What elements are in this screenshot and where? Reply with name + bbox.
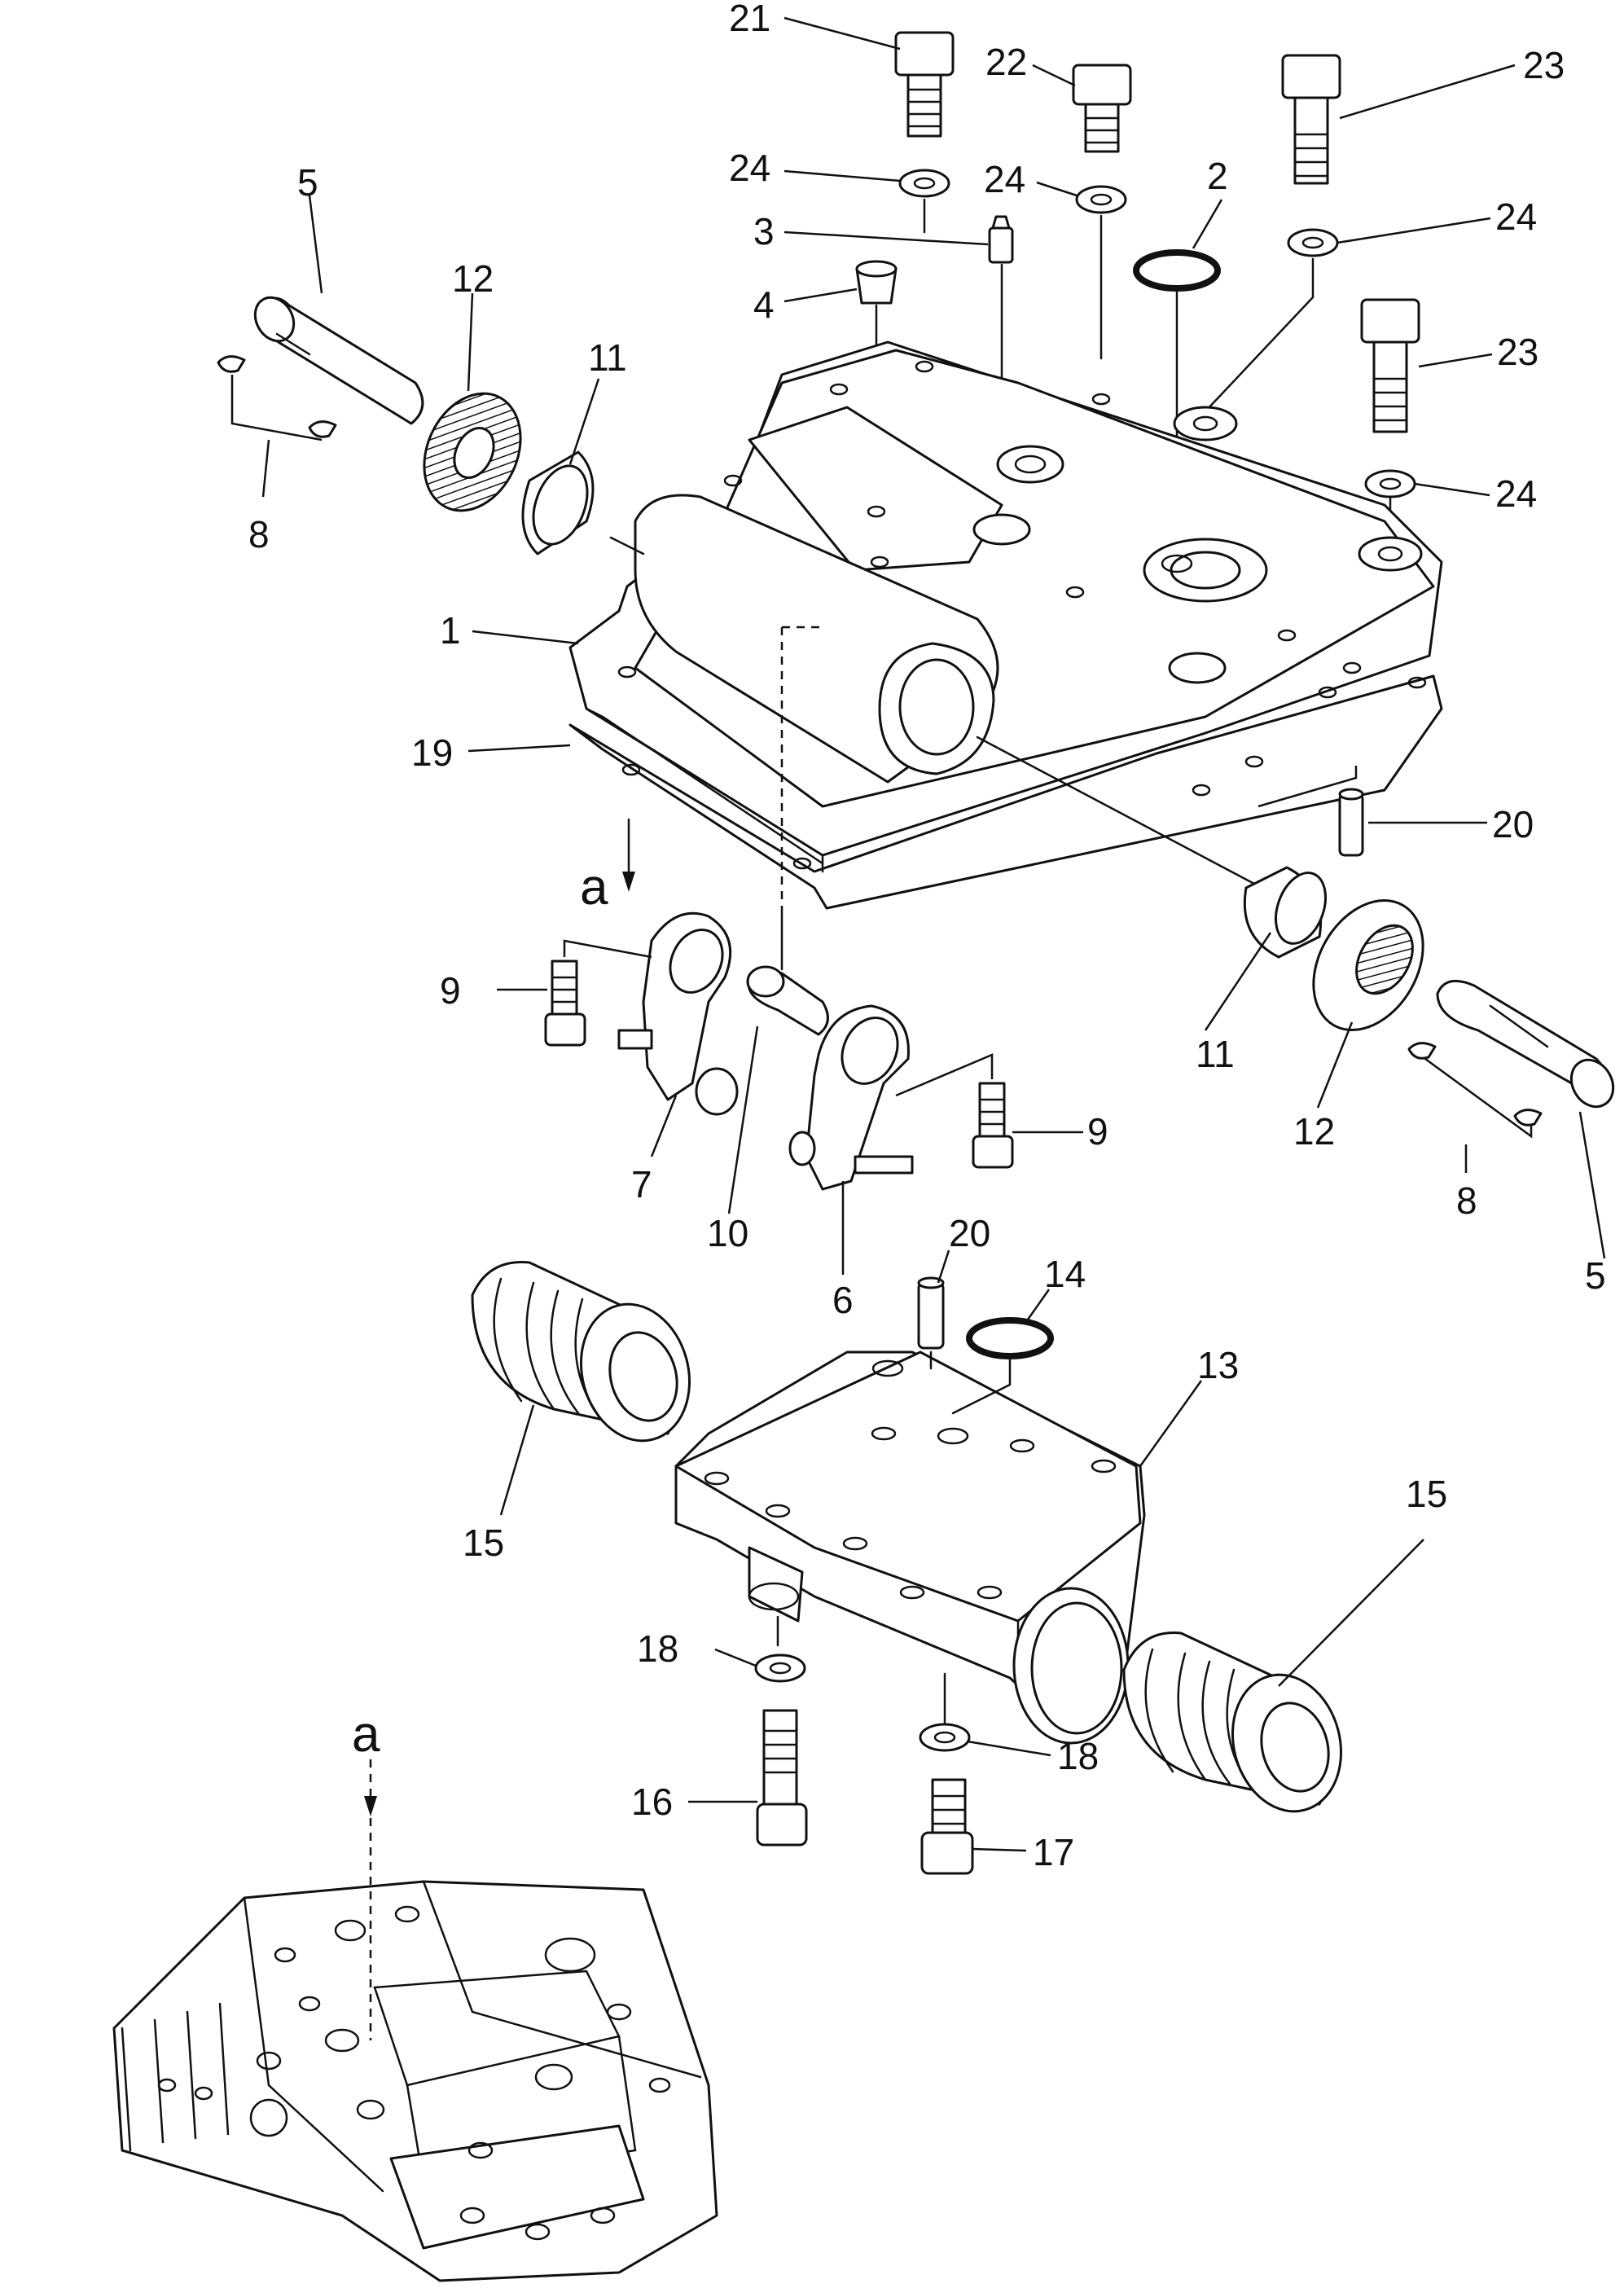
bushing-10 bbox=[746, 965, 829, 1036]
label-9-left: 9 bbox=[440, 969, 461, 1012]
label-5-left: 5 bbox=[297, 161, 318, 204]
view-arrowhead-top bbox=[622, 872, 635, 892]
label-12-left: 12 bbox=[452, 257, 494, 300]
assembly-line bbox=[895, 1053, 994, 1097]
assembly-line bbox=[1258, 766, 1358, 808]
label-a-top: a bbox=[580, 859, 608, 916]
bolt-16 bbox=[756, 1709, 808, 1847]
label-20-lower: 20 bbox=[949, 1212, 990, 1254]
bearing-12-left bbox=[423, 392, 522, 512]
gasket-19 bbox=[568, 674, 1443, 910]
label-13: 13 bbox=[1197, 1344, 1239, 1386]
lock-washer-24a bbox=[898, 169, 950, 198]
key-8-right bbox=[1407, 1042, 1543, 1139]
label-2: 2 bbox=[1207, 155, 1228, 197]
label-11-left: 11 bbox=[588, 336, 627, 379]
bolt-23-lower bbox=[1360, 298, 1420, 433]
lock-washer-24d bbox=[1364, 469, 1416, 498]
assembly-line bbox=[951, 1355, 1012, 1415]
part-labels: 21 22 23 24 24 2 24 3 4 23 24 5 12 11 8 … bbox=[248, 0, 1606, 1873]
label-24a: 24 bbox=[729, 147, 770, 189]
key-8-left bbox=[217, 355, 337, 441]
leader-lines bbox=[261, 16, 1606, 1852]
label-14: 14 bbox=[1044, 1253, 1086, 1295]
label-9-right: 9 bbox=[1087, 1110, 1108, 1153]
shaft-5-left bbox=[253, 296, 424, 425]
label-24d: 24 bbox=[1495, 472, 1537, 515]
bushing-11-right bbox=[1243, 866, 1327, 959]
valve-body-13 bbox=[674, 1350, 1146, 1745]
label-6: 6 bbox=[832, 1279, 854, 1321]
cover-1 bbox=[568, 340, 1443, 912]
assembly-line bbox=[563, 939, 652, 959]
bolt-23-top bbox=[1281, 54, 1341, 185]
assembly-line bbox=[976, 736, 1256, 885]
washer-18a bbox=[754, 1653, 806, 1683]
bearing-12-right bbox=[1312, 899, 1424, 1031]
o-ring-14 bbox=[966, 1317, 1054, 1359]
label-17: 17 bbox=[1033, 1831, 1074, 1873]
bolt-17 bbox=[920, 1778, 974, 1875]
label-12-right: 12 bbox=[1293, 1110, 1335, 1153]
dowel-pin-20b bbox=[917, 1276, 945, 1350]
lever-7 bbox=[617, 911, 739, 1116]
label-15-left: 15 bbox=[463, 1522, 504, 1564]
grease-nipple-3 bbox=[988, 215, 1014, 264]
label-1: 1 bbox=[440, 609, 461, 652]
bolt-21 bbox=[894, 31, 955, 138]
shaft-5-right bbox=[1436, 979, 1615, 1109]
label-5-right: 5 bbox=[1585, 1254, 1606, 1297]
view-arrowhead-bottom bbox=[364, 1796, 377, 1816]
dowel-pin-20a bbox=[1338, 788, 1364, 857]
lock-washer-24b bbox=[1075, 185, 1127, 214]
label-20-upper: 20 bbox=[1492, 803, 1534, 845]
label-23-lower: 23 bbox=[1497, 331, 1538, 373]
label-7: 7 bbox=[631, 1163, 652, 1205]
lever-6 bbox=[788, 1004, 914, 1191]
label-22: 22 bbox=[985, 41, 1027, 83]
label-a-bottom: a bbox=[352, 1706, 380, 1763]
label-4: 4 bbox=[753, 283, 775, 326]
o-ring-2 bbox=[1133, 249, 1221, 292]
bolt-9-left bbox=[544, 960, 586, 1047]
label-18a: 18 bbox=[637, 1627, 678, 1670]
filter-15-left bbox=[471, 1261, 691, 1443]
label-8-right: 8 bbox=[1456, 1179, 1477, 1222]
label-18b: 18 bbox=[1057, 1735, 1099, 1777]
assembly-line bbox=[609, 536, 645, 556]
lock-washer-24c bbox=[1287, 228, 1339, 257]
label-8-left: 8 bbox=[248, 513, 270, 556]
washer-18b bbox=[919, 1723, 971, 1752]
label-23-top: 23 bbox=[1523, 44, 1565, 86]
bushing-11-left bbox=[521, 450, 595, 556]
label-16: 16 bbox=[631, 1781, 673, 1823]
label-10: 10 bbox=[707, 1212, 748, 1254]
assembly-line bbox=[1204, 257, 1315, 413]
label-3: 3 bbox=[753, 210, 775, 253]
bolt-9-right bbox=[972, 1082, 1014, 1169]
filter-15-right bbox=[1122, 1631, 1343, 1813]
label-15-right: 15 bbox=[1406, 1473, 1447, 1515]
label-24b: 24 bbox=[984, 158, 1025, 200]
bolt-22 bbox=[1072, 64, 1132, 153]
label-21: 21 bbox=[729, 0, 770, 39]
label-24c: 24 bbox=[1495, 195, 1537, 238]
overview-housing bbox=[112, 1880, 718, 2282]
label-11-right: 11 bbox=[1196, 1033, 1235, 1075]
plug-4 bbox=[855, 260, 898, 305]
label-19: 19 bbox=[411, 731, 453, 774]
